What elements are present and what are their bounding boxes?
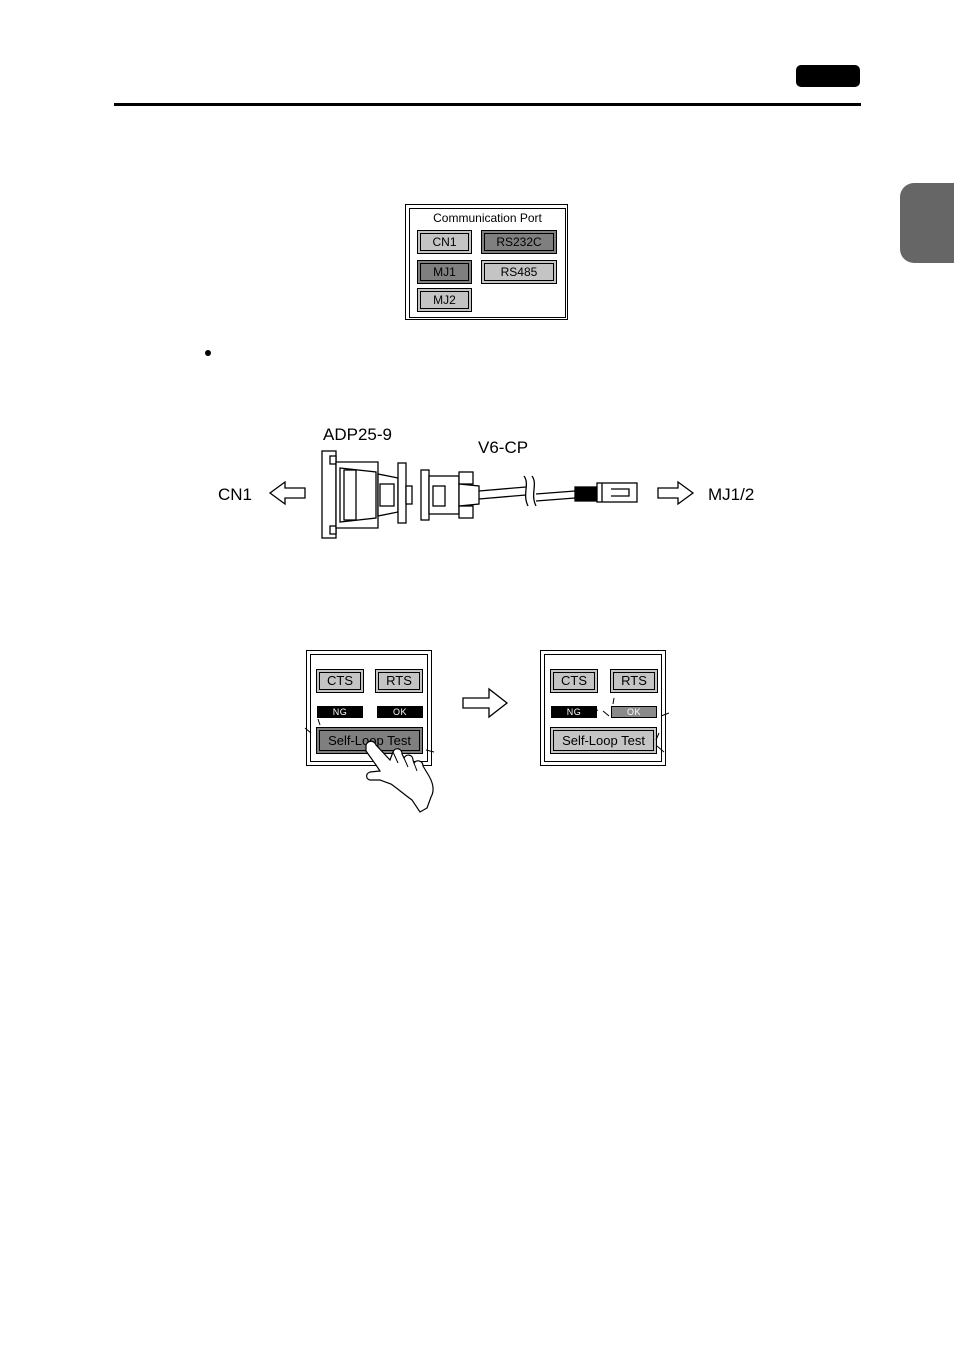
ok-lamp-lit: OK	[611, 706, 657, 718]
flash-marks-icon	[304, 697, 670, 753]
ok-lamp: OK	[377, 706, 423, 718]
ng-lamp: NG	[317, 706, 363, 718]
port-button-rs232c[interactable]: RS232C	[481, 230, 557, 254]
port-button-cn1[interactable]: CN1	[417, 230, 472, 254]
comm-port-panel-inner	[409, 208, 566, 318]
cts-button[interactable]: CTS	[316, 669, 364, 693]
right-arrow-icon	[657, 480, 695, 506]
dsub-connector-icon	[420, 469, 480, 521]
transition-arrow-icon	[462, 687, 509, 719]
rts-button-after[interactable]: RTS	[610, 669, 658, 693]
right-port-label: MJ1/2	[708, 485, 755, 504]
header-rule	[114, 103, 861, 106]
adapter-connector-icon	[321, 450, 413, 539]
cable-label: V6-CP	[478, 438, 529, 457]
port-button-mj2[interactable]: MJ2	[417, 288, 472, 312]
loop-test-panel-before-inner	[310, 654, 428, 762]
ng-lamp-after: NG	[551, 706, 597, 718]
port-button-mj1[interactable]: MJ1	[417, 260, 472, 284]
header-badge	[796, 65, 860, 87]
cts-button-after[interactable]: CTS	[550, 669, 598, 693]
pointing-hand-icon	[365, 740, 434, 813]
bullet-point	[205, 350, 211, 356]
port-button-rs485[interactable]: RS485	[481, 260, 557, 284]
left-port-label: CN1	[218, 485, 253, 504]
adapter-label: ADP25-9	[323, 425, 392, 444]
rts-button[interactable]: RTS	[375, 669, 423, 693]
comm-port-title: Communication Port	[433, 211, 542, 225]
left-arrow-icon	[268, 480, 306, 506]
cable-line	[478, 475, 576, 507]
self-loop-test-button-after[interactable]: Self-Loop Test	[550, 727, 657, 754]
modular-plug-icon	[574, 482, 638, 503]
chapter-side-tab	[900, 183, 954, 263]
loop-test-panel-after-inner	[544, 654, 662, 762]
